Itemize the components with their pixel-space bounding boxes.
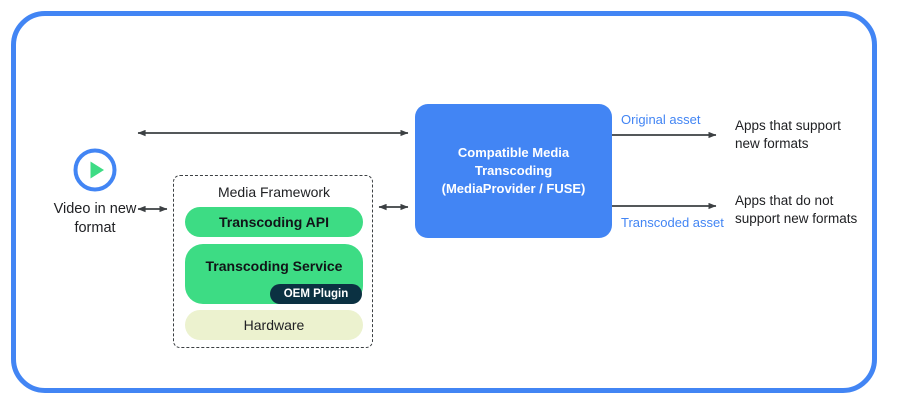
original-asset-label: Original asset <box>621 112 701 127</box>
cmt-line-1: Compatible Media <box>457 145 570 160</box>
transcoded-asset-label: Transcoded asset <box>621 215 724 230</box>
cmt-box-text: Compatible Media Transcoding (MediaProvi… <box>442 144 586 198</box>
hardware-box[interactable]: Hardware <box>185 310 363 340</box>
apps-not-supporting-formats-label: Apps that do not support new formats <box>735 193 858 226</box>
compatible-media-transcoding-box[interactable]: Compatible Media Transcoding (MediaProvi… <box>415 104 612 238</box>
video-source-label: Video in new format <box>53 201 137 236</box>
cmt-line-2: Transcoding <box>474 163 553 178</box>
outer-frame <box>11 11 877 393</box>
media-framework-title: Media Framework <box>217 184 331 200</box>
transcoding-api-box[interactable]: Transcoding API <box>185 207 363 237</box>
cmt-line-3: (MediaProvider / FUSE) <box>441 181 586 196</box>
play-circle-icon <box>72 147 118 193</box>
oem-plugin-badge[interactable]: OEM Plugin <box>270 284 362 304</box>
apps-supporting-formats-label: Apps that support new formats <box>735 118 841 151</box>
media-framework-group: Media Framework Transcoding API Transcod… <box>173 175 373 348</box>
